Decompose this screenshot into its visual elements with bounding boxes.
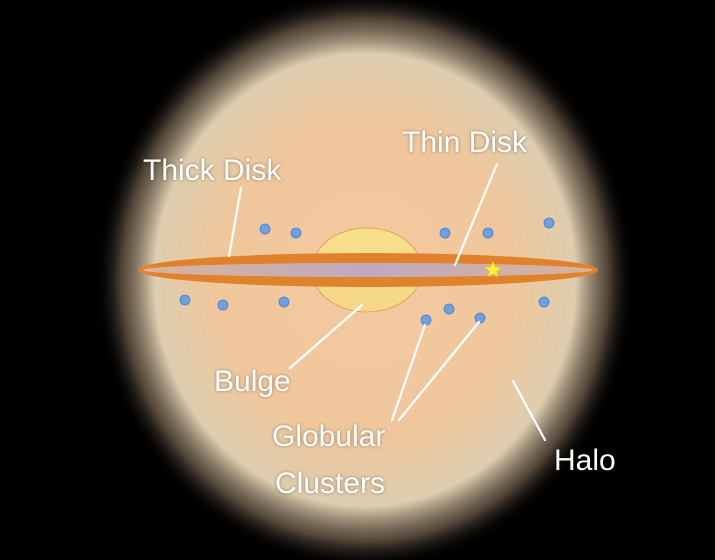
halo-pointer [511, 379, 547, 442]
globular-label-line1: Globular [272, 420, 386, 453]
cluster-icon [482, 227, 494, 239]
globular-pointer-2 [397, 320, 481, 422]
cluster-icon [179, 294, 191, 306]
cluster-icon [474, 312, 486, 324]
thick-disk-label: Thick Disk [143, 154, 282, 187]
cluster-icon [543, 217, 555, 229]
bulge-label: Bulge [214, 365, 291, 398]
cluster-icon [439, 227, 451, 239]
thin-disk-label: Thin Disk [402, 126, 528, 159]
sun-star-icon [483, 260, 503, 278]
pointer-lines [227, 162, 547, 442]
cluster-icon [217, 299, 229, 311]
globular-pointer-1 [390, 323, 427, 422]
cluster-icon [259, 223, 271, 235]
cluster-icon [278, 296, 290, 308]
halo-label: Halo [554, 444, 616, 477]
thin-disk [143, 263, 593, 277]
cluster-icon [420, 314, 432, 326]
thick-disk-pointer [227, 186, 243, 258]
cluster-icon [443, 303, 455, 315]
globular-label-line2: Clusters [275, 467, 386, 500]
cluster-icon [290, 227, 302, 239]
thin-disk-pointer [453, 162, 499, 267]
cluster-icon [538, 296, 550, 308]
bulge-pointer [288, 303, 364, 370]
